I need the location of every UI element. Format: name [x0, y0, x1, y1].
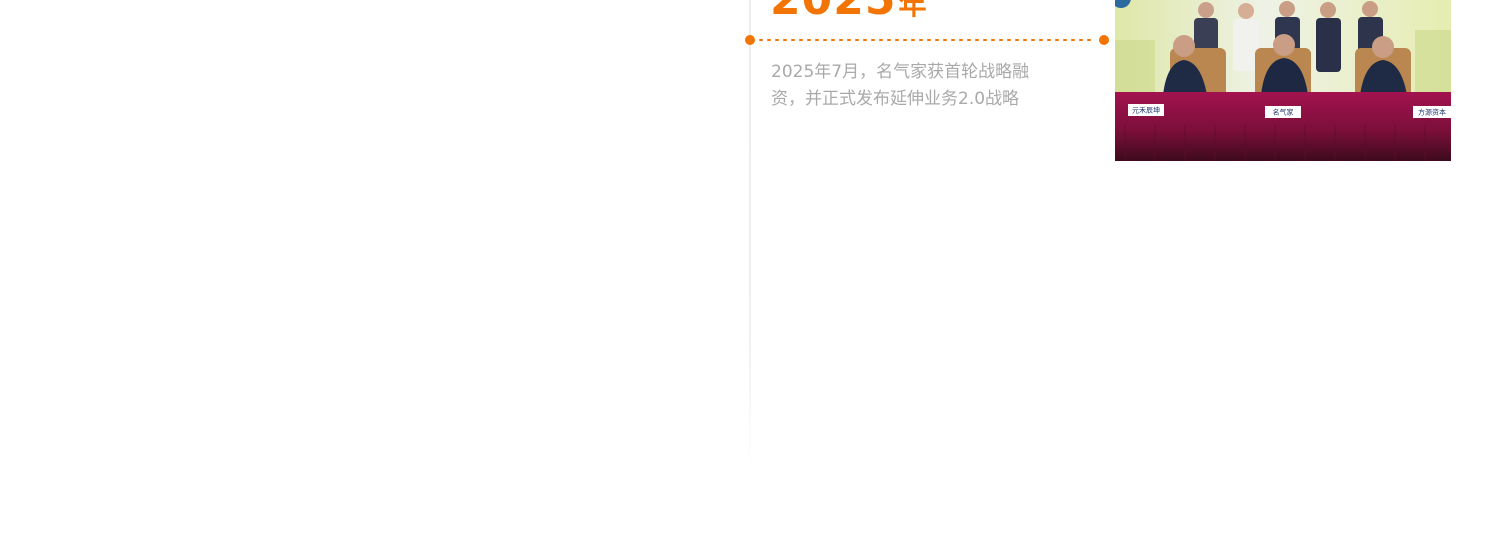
timeline-connector	[744, 34, 1110, 46]
signing-ceremony-photo: 元禾辰坤 名气家 方源资本	[1115, 0, 1451, 161]
placard-center: 名气家	[1273, 108, 1294, 117]
connector-dot-end	[1099, 35, 1109, 45]
timeline-event-description: 2025年7月，名气家获首轮战略融资，并正式发布延伸业务2.0战略	[771, 62, 1030, 109]
connector-dot-start	[745, 35, 755, 45]
year-number: 2025	[770, 0, 896, 25]
timeline-year-heading: 2025年	[770, 0, 926, 22]
timeline-axis	[749, 0, 751, 470]
year-unit: 年	[898, 0, 927, 21]
placard-left: 元禾辰坤	[1132, 106, 1160, 115]
placard-right: 方源资本	[1418, 108, 1446, 117]
